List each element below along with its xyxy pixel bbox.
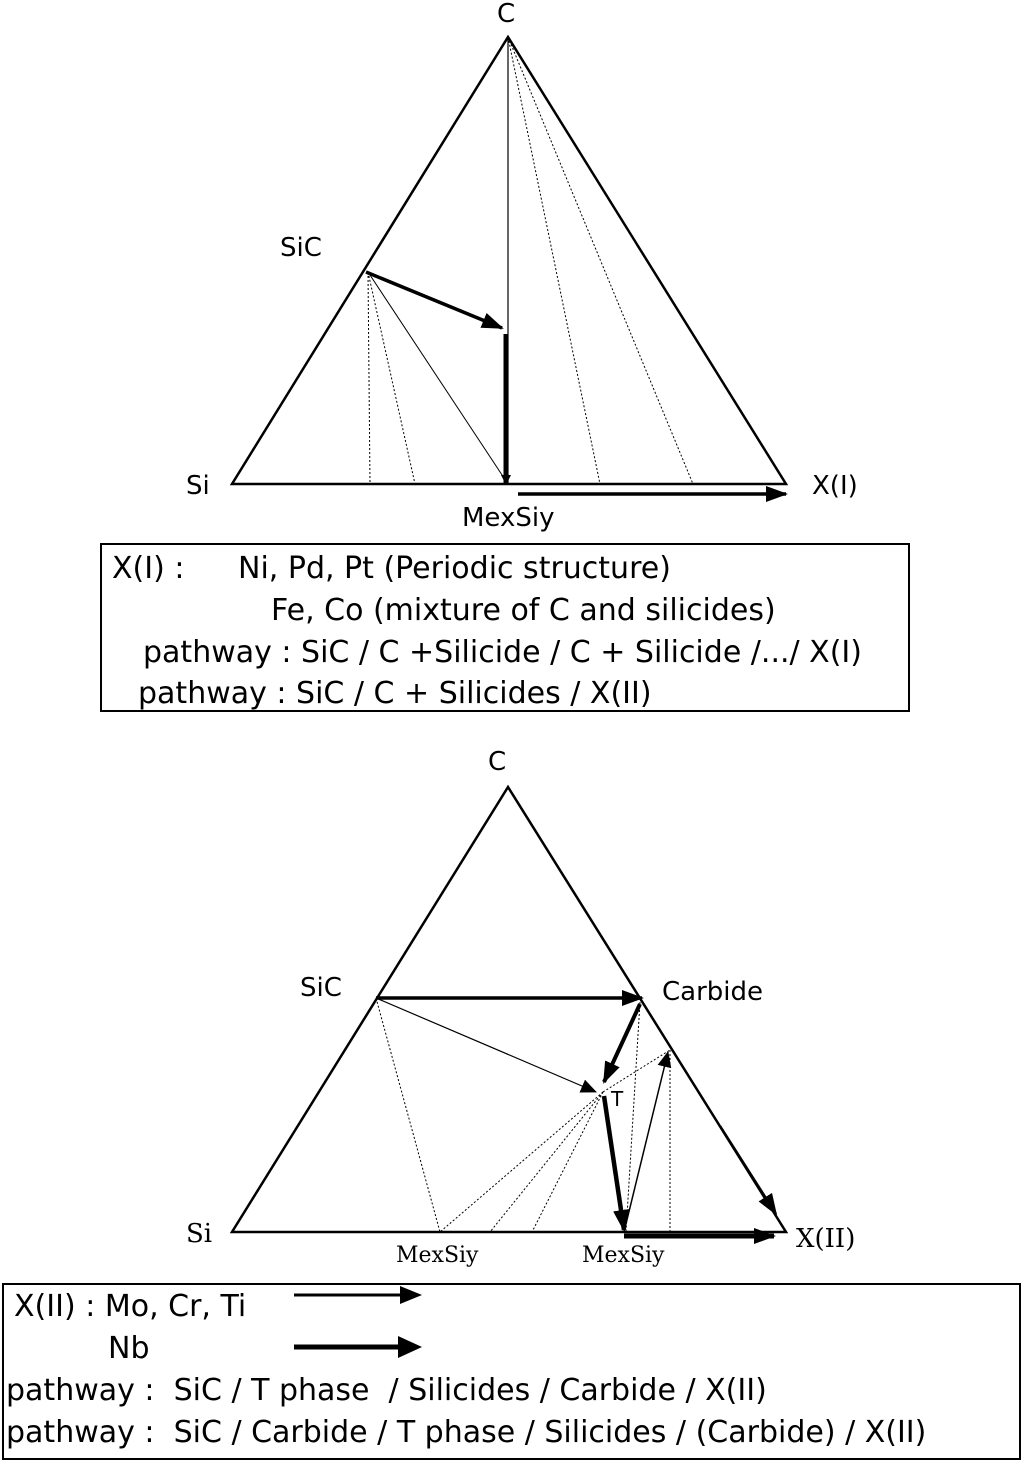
- top-legend-line-4: pathway : SiC / C + Silicides / X(II): [138, 676, 652, 711]
- bottom-legend-line-4: pathway : SiC / Carbide / T phase / Sili…: [6, 1415, 927, 1450]
- bottom-arrow-carbide-x: [718, 1125, 778, 1216]
- bottom-vertex-si-label: Si: [186, 1219, 212, 1249]
- bottom-sic-label: SiC: [300, 973, 342, 1003]
- bottom-vertex-x-label: X(II): [796, 1224, 855, 1254]
- bottom-triangle: [229, 784, 789, 1234]
- legend-arrow-thin: [294, 1286, 422, 1304]
- top-vertex-x-label: X(I): [812, 471, 858, 501]
- bottom-carbide-label: Carbide: [662, 977, 763, 1007]
- top-legend-line-2: Fe, Co (mixture of C and silicides): [271, 593, 776, 628]
- top-tie-lines-sic: [367, 271, 416, 485]
- top-arrow-sic-to-c: [365, 270, 504, 330]
- top-vertex-si-label: Si: [186, 471, 210, 501]
- bottom-legend-line-3: pathway : SiC / T phase / Silicides / Ca…: [6, 1373, 767, 1408]
- bottom-legend-line-2: Nb: [108, 1331, 150, 1366]
- bottom-vertex-c-label: C: [488, 747, 506, 777]
- bottom-arrow-t-mexsiy: [601, 1095, 629, 1232]
- bottom-legend-line-1: X(II) : Mo, Cr, Ti: [14, 1289, 247, 1324]
- top-tie-line-sic-mexsiy: [367, 271, 509, 485]
- bottom-t-label: T: [610, 1087, 624, 1111]
- top-legend-line-3: pathway : SiC / C +Silicide / C + Silici…: [143, 635, 862, 670]
- top-mexsiy-label: MexSiy: [462, 503, 554, 533]
- bottom-ternary-diagram: C SiC Carbide T Si X(II) MexSiy MexSiy: [186, 747, 855, 1268]
- top-tie-lines-c: [507, 36, 694, 485]
- bottom-arrow-carbide-t: [602, 1003, 642, 1084]
- legend-arrow-thick: [294, 1336, 422, 1358]
- top-legend-line-1: Ni, Pd, Pt (Periodic structure): [238, 551, 671, 586]
- bottom-legend-box: [2, 1283, 1021, 1460]
- bottom-tie-mexsiy-upper: [623, 1051, 672, 1233]
- top-vertex-c-label: C: [497, 0, 515, 29]
- top-ternary-diagram: C SiC Si X(I) MexSiy: [186, 0, 858, 533]
- top-legend-box: [100, 543, 910, 712]
- bottom-mexsiy-label-1: MexSiy: [396, 1243, 479, 1268]
- top-sic-label: SiC: [280, 233, 322, 263]
- bottom-mexsiy-label-2: MexSiy: [582, 1243, 665, 1268]
- bottom-tie-sic-t: [375, 997, 597, 1093]
- top-legend-key: X(I) :: [112, 551, 185, 586]
